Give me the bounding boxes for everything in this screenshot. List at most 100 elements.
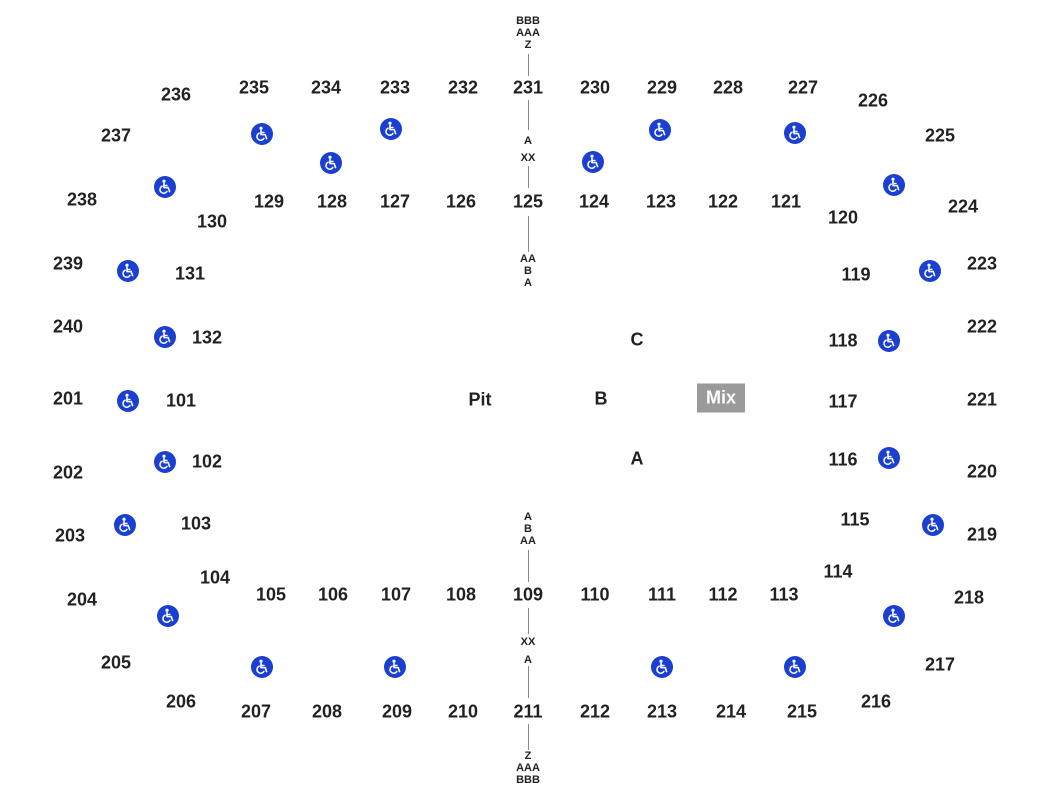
section-111[interactable]: 111 <box>647 584 677 605</box>
section-209[interactable]: 209 <box>381 701 413 722</box>
wheelchair-icon[interactable] <box>878 330 900 352</box>
section-227[interactable]: 227 <box>787 77 819 98</box>
wheelchair-icon[interactable] <box>784 656 806 678</box>
section-121[interactable]: 121 <box>770 191 802 212</box>
wheelchair-icon[interactable] <box>649 119 671 141</box>
section-234[interactable]: 234 <box>310 77 342 98</box>
section-225[interactable]: 225 <box>924 125 956 146</box>
wheelchair-icon[interactable] <box>117 390 139 412</box>
section-220[interactable]: 220 <box>966 461 998 482</box>
floor-label-b[interactable]: B <box>594 388 608 409</box>
wheelchair-icon[interactable] <box>157 605 179 627</box>
section-120[interactable]: 120 <box>827 207 859 228</box>
wheelchair-icon[interactable] <box>320 152 342 174</box>
section-122[interactable]: 122 <box>707 191 739 212</box>
wheelchair-icon[interactable] <box>117 260 139 282</box>
section-112[interactable]: 112 <box>708 584 738 605</box>
section-129[interactable]: 129 <box>253 191 285 212</box>
section-236[interactable]: 236 <box>160 84 192 105</box>
section-226[interactable]: 226 <box>857 90 889 111</box>
wheelchair-icon[interactable] <box>883 605 905 627</box>
section-230[interactable]: 230 <box>579 77 611 98</box>
section-216[interactable]: 216 <box>860 691 892 712</box>
section-228[interactable]: 228 <box>712 77 744 98</box>
section-108[interactable]: 108 <box>445 584 477 605</box>
section-102[interactable]: 102 <box>191 451 223 472</box>
wheelchair-icon[interactable] <box>883 174 905 196</box>
wheelchair-icon[interactable] <box>251 123 273 145</box>
section-238[interactable]: 238 <box>66 189 98 210</box>
section-101[interactable]: 101 <box>165 390 197 411</box>
section-240[interactable]: 240 <box>52 316 84 337</box>
section-105[interactable]: 105 <box>255 584 287 605</box>
section-107[interactable]: 107 <box>380 584 412 605</box>
wheelchair-icon[interactable] <box>651 656 673 678</box>
section-201[interactable]: 201 <box>52 388 84 409</box>
section-113[interactable]: 113 <box>769 584 799 605</box>
wheelchair-icon[interactable] <box>114 514 136 536</box>
section-110[interactable]: 110 <box>580 584 610 605</box>
section-205[interactable]: 205 <box>100 652 132 673</box>
wheelchair-icon[interactable] <box>154 451 176 473</box>
section-109[interactable]: 109 <box>512 584 544 605</box>
section-210[interactable]: 210 <box>447 701 479 722</box>
section-217[interactable]: 217 <box>924 654 956 675</box>
aisle-line <box>528 724 529 750</box>
wheelchair-icon[interactable] <box>784 122 806 144</box>
section-208[interactable]: 208 <box>311 701 343 722</box>
section-218[interactable]: 218 <box>953 587 985 608</box>
section-118[interactable]: 118 <box>828 330 858 351</box>
section-237[interactable]: 237 <box>100 125 132 146</box>
section-222[interactable]: 222 <box>966 316 998 337</box>
section-212[interactable]: 212 <box>579 701 611 722</box>
section-229[interactable]: 229 <box>646 77 678 98</box>
section-203[interactable]: 203 <box>54 525 86 546</box>
section-119[interactable]: 119 <box>841 264 871 285</box>
wheelchair-icon[interactable] <box>384 656 406 678</box>
wheelchair-icon[interactable] <box>919 260 941 282</box>
section-224[interactable]: 224 <box>947 196 979 217</box>
wheelchair-icon[interactable] <box>380 118 402 140</box>
section-233[interactable]: 233 <box>379 77 411 98</box>
section-214[interactable]: 214 <box>715 701 747 722</box>
section-104[interactable]: 104 <box>199 567 231 588</box>
section-215[interactable]: 215 <box>786 701 818 722</box>
wheelchair-icon[interactable] <box>154 176 176 198</box>
section-132[interactable]: 132 <box>191 327 223 348</box>
section-231[interactable]: 231 <box>512 77 544 98</box>
section-126[interactable]: 126 <box>445 191 477 212</box>
section-211[interactable]: 211 <box>513 701 543 722</box>
section-116[interactable]: 116 <box>828 449 858 470</box>
section-123[interactable]: 123 <box>645 191 677 212</box>
floor-label-a[interactable]: A <box>630 448 644 469</box>
section-239[interactable]: 239 <box>52 253 84 274</box>
section-125[interactable]: 125 <box>512 191 544 212</box>
wheelchair-icon[interactable] <box>922 514 944 536</box>
section-117[interactable]: 117 <box>828 391 858 412</box>
section-235[interactable]: 235 <box>238 77 270 98</box>
floor-label-c[interactable]: C <box>630 329 644 350</box>
floor-label-pit[interactable]: Pit <box>468 389 492 410</box>
section-207[interactable]: 207 <box>240 701 272 722</box>
section-103[interactable]: 103 <box>180 513 212 534</box>
section-131[interactable]: 131 <box>174 263 206 284</box>
section-213[interactable]: 213 <box>646 701 678 722</box>
section-221[interactable]: 221 <box>966 389 998 410</box>
wheelchair-icon[interactable] <box>878 447 900 469</box>
section-128[interactable]: 128 <box>316 191 348 212</box>
section-106[interactable]: 106 <box>317 584 349 605</box>
section-130[interactable]: 130 <box>196 211 228 232</box>
section-206[interactable]: 206 <box>165 691 197 712</box>
section-219[interactable]: 219 <box>966 524 998 545</box>
section-114[interactable]: 114 <box>823 561 853 582</box>
wheelchair-icon[interactable] <box>154 326 176 348</box>
section-127[interactable]: 127 <box>379 191 411 212</box>
section-124[interactable]: 124 <box>578 191 610 212</box>
section-223[interactable]: 223 <box>966 253 998 274</box>
section-115[interactable]: 115 <box>840 509 870 530</box>
wheelchair-icon[interactable] <box>582 151 604 173</box>
wheelchair-icon[interactable] <box>251 656 273 678</box>
section-232[interactable]: 232 <box>447 77 479 98</box>
section-204[interactable]: 204 <box>66 589 98 610</box>
section-202[interactable]: 202 <box>52 462 84 483</box>
